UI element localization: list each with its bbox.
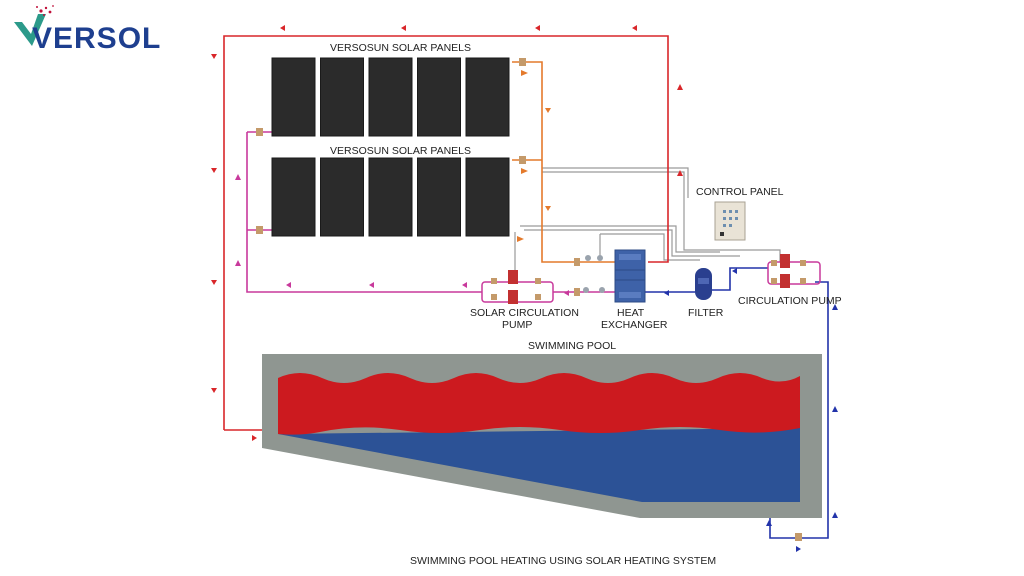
solar-panel xyxy=(417,157,461,237)
flow-arrow-icon xyxy=(766,520,772,526)
flow-arrow-icon xyxy=(401,25,406,31)
flow-arrow-icon xyxy=(545,108,551,113)
pump-icon xyxy=(780,274,790,288)
circulation-pump-label: CIRCULATION PUMP xyxy=(738,295,842,307)
flow-arrow-icon xyxy=(545,206,551,211)
hot-water xyxy=(278,373,800,435)
logo-dots-icon xyxy=(36,5,54,16)
pump-icon xyxy=(780,254,790,268)
heat-exchanger-label-line2: EXCHANGER xyxy=(601,319,668,331)
gauge-icon xyxy=(597,255,603,261)
flow-arrow-icon xyxy=(832,304,838,310)
flow-arrow-icon xyxy=(235,174,241,180)
flow-arrow-icon xyxy=(664,290,669,296)
panels-top-label: VERSOSUN SOLAR PANELS xyxy=(330,42,471,54)
gauge-icon xyxy=(599,287,605,293)
flow-arrow-icon xyxy=(832,512,838,518)
solar-panel xyxy=(320,157,364,237)
flow-arrow-icon xyxy=(535,25,540,31)
flow-arrow-icon xyxy=(252,435,257,441)
cold-water xyxy=(278,428,800,502)
gauges xyxy=(574,255,605,296)
flow-arrow-icon xyxy=(517,236,524,242)
solar-panel xyxy=(465,57,510,137)
panel-feed-pipe xyxy=(512,61,615,263)
flow-arrow-icon xyxy=(564,290,569,296)
solar-panels-bottom xyxy=(271,157,510,237)
solar-pump-label-line1: SOLAR CIRCULATION xyxy=(470,307,579,319)
caption: SWIMMING POOL HEATING USING SOLAR HEATIN… xyxy=(410,555,716,567)
valve-icon xyxy=(800,278,806,284)
flow-arrow-icon xyxy=(677,84,683,90)
flow-arrow-icon xyxy=(235,260,241,266)
solar-panels-top xyxy=(271,57,510,137)
valve-icon xyxy=(574,288,580,296)
flow-arrow-icon xyxy=(211,168,217,173)
swimming-pool xyxy=(262,354,822,518)
control-panel xyxy=(714,201,746,241)
solar-panel xyxy=(320,57,364,137)
filter-label: FILTER xyxy=(688,307,724,319)
flow-arrow-icon xyxy=(732,268,737,274)
flow-arrow-icon xyxy=(211,54,217,59)
valve-icon xyxy=(519,58,526,66)
flow-arrow-icon xyxy=(632,25,637,31)
flow-arrow-icon xyxy=(521,168,528,174)
solar-panel xyxy=(417,57,461,137)
versol-logo: VERSOL xyxy=(14,5,161,55)
circulation-pump xyxy=(767,254,821,288)
valve-icon xyxy=(256,128,263,136)
valve-icon xyxy=(574,258,580,266)
logo-text: VERSOL xyxy=(32,22,161,55)
filter xyxy=(695,268,712,300)
valve-icon xyxy=(491,278,497,284)
solar-circulation-pump xyxy=(481,270,554,304)
flow-arrow-icon xyxy=(677,170,683,176)
valve-icon xyxy=(771,278,777,284)
panel-valves xyxy=(256,58,526,234)
flow-arrow-icon xyxy=(211,388,217,393)
valve-icon xyxy=(535,278,541,284)
heat-exchanger xyxy=(614,249,646,303)
valve-icon xyxy=(519,156,526,164)
flow-arrows xyxy=(211,25,838,552)
valve-icon xyxy=(535,294,541,300)
cold-pipe xyxy=(645,267,829,539)
solar-panel xyxy=(368,157,413,237)
flow-arrow-icon xyxy=(369,282,374,288)
valve-icon xyxy=(256,226,263,234)
flow-arrow-icon xyxy=(286,282,291,288)
gauge-icon xyxy=(583,287,589,293)
flow-arrow-icon xyxy=(832,406,838,412)
pump-icon xyxy=(508,270,518,284)
control-panel-label: CONTROL PANEL xyxy=(696,186,784,198)
solar-panel xyxy=(271,57,316,137)
pump-icon xyxy=(508,290,518,304)
flow-arrow-icon xyxy=(462,282,467,288)
valve-icon xyxy=(795,533,802,541)
solar-panel xyxy=(368,57,413,137)
valve-icon xyxy=(491,294,497,300)
valve-icon xyxy=(800,260,806,266)
gauge-icon xyxy=(585,255,591,261)
flow-arrow-icon xyxy=(211,280,217,285)
solar-pump-label-line2: PUMP xyxy=(502,319,532,331)
pool-label: SWIMMING POOL xyxy=(528,340,616,352)
flow-arrow-icon xyxy=(521,70,528,76)
solar-panel xyxy=(465,157,510,237)
valve-icon xyxy=(771,260,777,266)
flow-arrow-icon xyxy=(280,25,285,31)
heat-exchanger-label-line1: HEAT xyxy=(617,307,645,319)
panels-bottom-label: VERSOSUN SOLAR PANELS xyxy=(330,145,471,157)
logo-v-icon xyxy=(14,14,46,46)
solar-panel xyxy=(271,157,316,237)
flow-arrow-icon xyxy=(796,546,801,552)
hot-pipe xyxy=(223,35,669,431)
